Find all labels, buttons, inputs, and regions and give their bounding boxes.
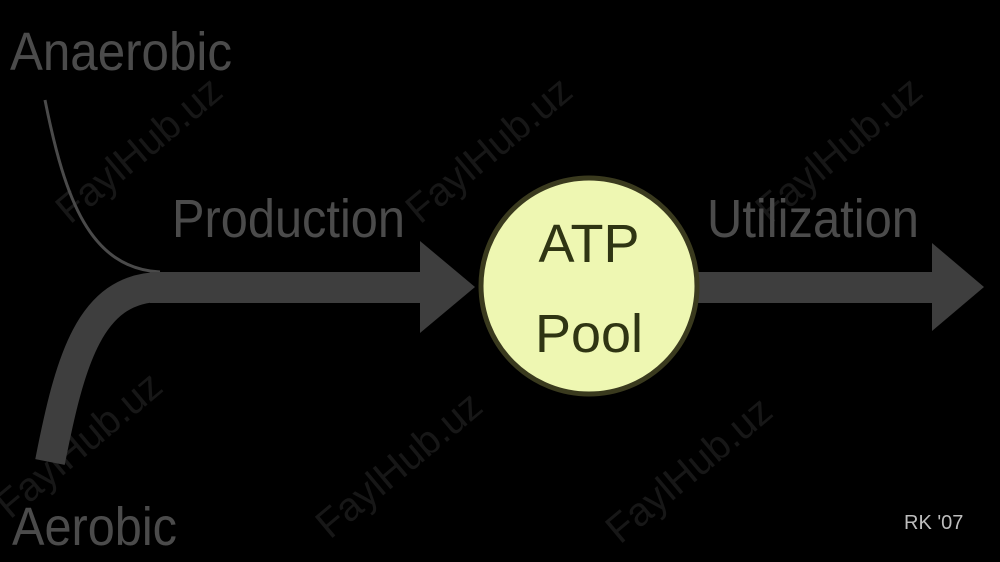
- watermark-layer: FaylHub.uz FaylHub.uz FaylHub.uz FaylHub…: [0, 68, 931, 552]
- aerobic-curve: [35, 272, 162, 465]
- utilization-arrow-shaft: [690, 272, 940, 303]
- watermark-text: FaylHub.uz: [598, 388, 781, 552]
- aerobic-label: Aerobic: [12, 497, 177, 557]
- atp-pool-circle: [478, 175, 700, 397]
- production-arrow-shaft: [150, 272, 425, 303]
- production-label: Production: [172, 189, 405, 249]
- anaerobic-label: Anaerobic: [10, 22, 232, 82]
- utilization-label: Utilization: [707, 189, 919, 249]
- atp-pool-label-line1: ATP: [538, 214, 639, 274]
- watermark-text: FaylHub.uz: [308, 383, 491, 547]
- utilization-arrow-head: [932, 243, 984, 331]
- atp-pool-label-line2: Pool: [535, 304, 643, 364]
- production-arrow-head: [420, 241, 475, 333]
- credit-label: RK '07: [904, 512, 963, 534]
- anaerobic-curve: [43, 99, 161, 274]
